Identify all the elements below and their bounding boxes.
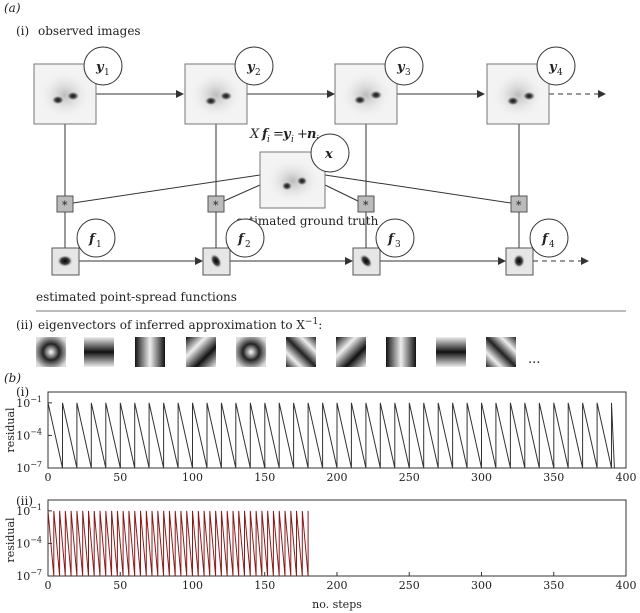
svg-text:f: f xyxy=(261,127,270,142)
svg-text:f: f xyxy=(387,232,396,247)
svg-text:*: * xyxy=(62,199,68,212)
svg-text:i: i xyxy=(291,135,294,145)
observed-image-y3 xyxy=(334,63,398,125)
svg-text:x: x xyxy=(324,147,333,162)
svg-text:3: 3 xyxy=(395,240,401,250)
svg-text:1: 1 xyxy=(96,240,102,250)
svg-text:1: 1 xyxy=(104,68,110,78)
y-axis-label: residual xyxy=(4,407,17,453)
svg-text:*: * xyxy=(363,199,369,212)
x-tick-label: 400 xyxy=(616,579,637,592)
node-y3: y 3 xyxy=(384,46,424,86)
svg-text:y: y xyxy=(282,127,292,142)
node-f4: f 4 xyxy=(529,218,569,258)
svg-text:f: f xyxy=(541,232,550,247)
x-tick-label: 300 xyxy=(471,471,492,484)
x-tick-label: 150 xyxy=(254,579,275,592)
svg-text:y: y xyxy=(246,60,256,75)
ground-truth-caption: estimated ground truth xyxy=(236,214,379,228)
x-tick-label: 250 xyxy=(399,579,420,592)
svg-text:y: y xyxy=(95,60,105,75)
svg-text:i: i xyxy=(267,135,270,145)
part-ii-label: (ii) xyxy=(16,318,33,332)
svg-text:4: 4 xyxy=(549,240,555,250)
observed-images-heading: observed images xyxy=(38,24,141,38)
eigenvector-images xyxy=(36,337,516,367)
svg-text:2: 2 xyxy=(255,68,261,78)
svg-text:f: f xyxy=(237,232,246,247)
plot-frame xyxy=(47,499,627,577)
x-tick-label: 50 xyxy=(113,471,127,484)
node-f3: f 3 xyxy=(375,218,415,258)
panel-b-label: (b) xyxy=(4,371,21,385)
svg-text:2: 2 xyxy=(245,240,251,250)
y-axis-label: residual xyxy=(4,517,17,563)
node-f2: f 2 xyxy=(225,218,265,258)
residual-chart-i: 10−1 10−4 10−70 50 100 150 200 250 300 350 400 resi… xyxy=(4,391,637,484)
svg-text:+: + xyxy=(297,127,308,142)
svg-text:=: = xyxy=(273,127,284,142)
y-tick-label: 10−1 xyxy=(16,503,42,518)
observed-image-y1 xyxy=(33,63,97,125)
svg-text:3: 3 xyxy=(405,68,411,78)
x-tick-label: 350 xyxy=(543,471,564,484)
chart-ii-panel-label: (ii) xyxy=(16,494,33,508)
y-tick-label: 10−4 xyxy=(16,535,42,550)
part-i-label: (i) xyxy=(16,24,29,38)
y-tick-label: 10−1 xyxy=(16,395,42,410)
x-tick-label: 150 xyxy=(254,471,275,484)
x-tick-label: 50 xyxy=(113,579,127,592)
x-tick-label: 250 xyxy=(399,471,420,484)
x-tick-label: 100 xyxy=(182,579,203,592)
eigenvector-ellipsis: ... xyxy=(528,352,540,367)
x-tick-label: 300 xyxy=(471,579,492,592)
node-y2: y 2 xyxy=(234,46,274,86)
node-y1: y 1 xyxy=(83,46,123,86)
svg-text:X: X xyxy=(249,127,260,142)
equation: X f i = y i + n i xyxy=(249,127,319,145)
x-tick-label: 100 xyxy=(182,471,203,484)
x-tick-label: 200 xyxy=(327,471,348,484)
node-y4: y 4 xyxy=(536,46,576,86)
ground-truth-image xyxy=(259,151,326,209)
psf-images xyxy=(51,247,534,276)
y-tick-label: 10−4 xyxy=(16,427,42,442)
x-tick-label: 200 xyxy=(327,579,348,592)
svg-text:y: y xyxy=(396,60,406,75)
panel-a-label: (a) xyxy=(4,1,21,15)
chart-i-panel-label: (i) xyxy=(16,385,29,399)
y-tick-label: 10−7 xyxy=(16,460,42,475)
svg-text:*: * xyxy=(516,199,522,212)
graph-connections xyxy=(64,90,606,265)
residual-series-line xyxy=(47,510,309,577)
x-tick-label: 0 xyxy=(45,579,52,592)
eigenvector-caption: eigenvectors of inferred approximation t… xyxy=(38,317,322,332)
y-tick-label: 10−7 xyxy=(16,568,42,583)
svg-text:y: y xyxy=(548,60,558,75)
x-tick-label: 400 xyxy=(616,471,637,484)
node-f1: f 1 xyxy=(76,218,116,258)
x-tick-label: 350 xyxy=(543,579,564,592)
residual-series-line xyxy=(47,402,615,469)
observed-image-y2 xyxy=(184,63,248,125)
svg-text:*: * xyxy=(213,199,219,212)
svg-text:4: 4 xyxy=(557,68,563,78)
svg-text:f: f xyxy=(88,232,97,247)
residual-chart-ii: 10−1 10−4 10−70 50 100 150 200 250 300 350 400 resi… xyxy=(4,499,637,611)
operator-boxes: * * * * xyxy=(56,195,528,213)
x-tick-label: 0 xyxy=(45,471,52,484)
psf-caption: estimated point-spread functions xyxy=(36,290,237,304)
svg-text:n: n xyxy=(307,127,316,142)
node-x: x xyxy=(310,133,350,173)
x-axis-label: no. steps xyxy=(312,598,362,611)
